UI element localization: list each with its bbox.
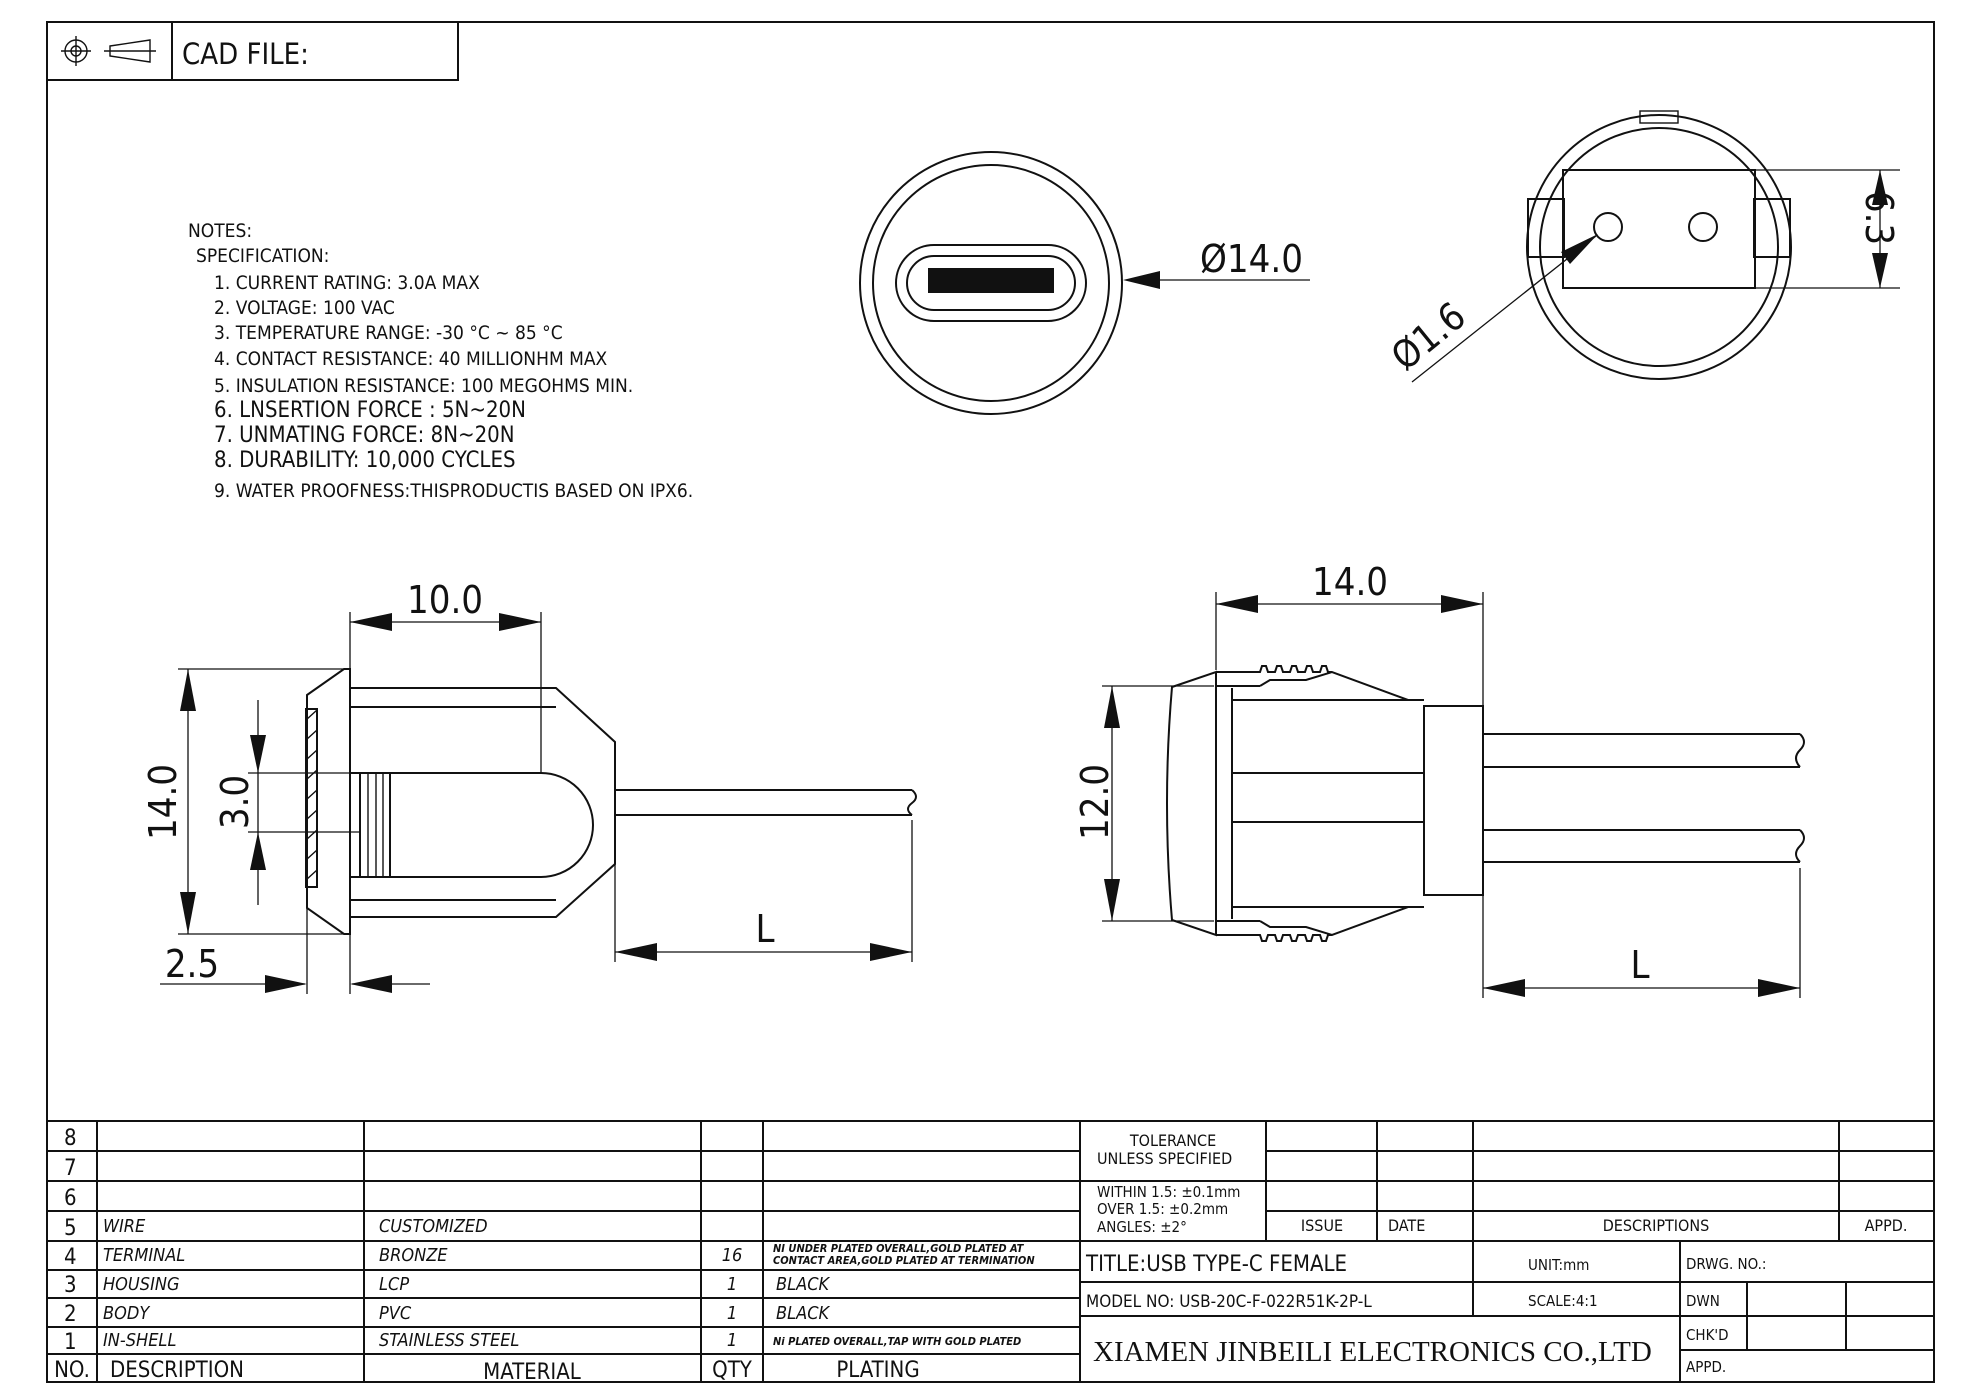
top-wire-dimension: L xyxy=(1630,943,1649,987)
row-qty: 1 xyxy=(727,1303,737,1324)
note-item: 6. LNSERTION FORCE : 5N~20N xyxy=(214,398,526,423)
header-box: CAD FILE: xyxy=(47,22,459,81)
row-number: 7 xyxy=(64,1156,77,1181)
front-view: Ø14.0 xyxy=(859,151,1310,415)
tolerance-within: WITHIN 1.5: ±0.1mm xyxy=(1097,1183,1240,1201)
drawing-number-label: DRWG. NO.: xyxy=(1686,1255,1766,1273)
rear-height-dimension: 6.3 xyxy=(1857,191,1901,245)
side-length-dimension: 10.0 xyxy=(407,578,483,622)
row-qty: 1 xyxy=(727,1274,737,1295)
header-description: DESCRIPTION xyxy=(110,1358,244,1383)
front-diameter-dimension: Ø14.0 xyxy=(1200,237,1303,281)
row-number: 4 xyxy=(64,1245,77,1270)
row-description: BODY xyxy=(103,1303,150,1324)
row-number: 8 xyxy=(64,1126,77,1151)
note-item: 5. INSULATION RESISTANCE: 100 MEGOHMS MI… xyxy=(214,375,633,397)
note-item: 9. WATER PROOFNESS:THISPRODUCTIS BASED O… xyxy=(214,480,693,502)
row-plating: BLACK xyxy=(776,1274,831,1295)
row-plating: CONTACT AREA,GOLD PLATED AT TERMINATION xyxy=(773,1254,1035,1267)
row-qty: 1 xyxy=(727,1330,737,1351)
drawing-title: TITLE:USB TYPE-C FEMALE xyxy=(1085,1252,1347,1277)
row-description: TERMINAL xyxy=(103,1245,185,1266)
top-width-dimension: 14.0 xyxy=(1312,560,1388,604)
row-plating: NI UNDER PLATED OVERALL,GOLD PLATED AT xyxy=(773,1242,1025,1255)
note-item: 7. UNMATING FORCE: 8N~20N xyxy=(214,423,515,448)
row-number: 6 xyxy=(64,1186,77,1211)
row-number: 1 xyxy=(64,1330,77,1355)
row-plating: Ni PLATED OVERALL,TAP WITH GOLD PLATED xyxy=(773,1335,1021,1348)
side-view: 10.0 14.0 3.0 2.5 L xyxy=(141,578,917,994)
company-name: XIAMEN JINBEILI ELECTRONICS CO.,LTD xyxy=(1093,1336,1652,1368)
descriptions-label: DESCRIPTIONS xyxy=(1603,1216,1710,1235)
cad-file-label: CAD FILE: xyxy=(182,37,309,71)
title-block: TOLERANCE UNLESS SPECIFIED WITHIN 1.5: ±… xyxy=(1080,1121,1934,1382)
top-view: 14.0 12.0 L xyxy=(1073,560,1805,998)
unit-label: UNIT:mm xyxy=(1528,1256,1589,1274)
date-label: DATE xyxy=(1388,1216,1425,1235)
row-description: HOUSING xyxy=(103,1274,180,1295)
row-qty: 16 xyxy=(722,1245,743,1266)
note-item: 4. CONTACT RESISTANCE: 40 MILLIONHM MAX xyxy=(214,348,608,370)
header-material: MATERIAL xyxy=(483,1360,581,1385)
side-port-dimension: 3.0 xyxy=(213,775,257,829)
note-item: 3. TEMPERATURE RANGE: -30 °C ~ 85 °C xyxy=(214,322,563,344)
issue-label: ISSUE xyxy=(1301,1216,1343,1235)
appd-signoff-label: APPD. xyxy=(1686,1358,1726,1376)
note-item: 1. CURRENT RATING: 3.0A MAX xyxy=(214,272,480,294)
chkd-label: CHK'D xyxy=(1686,1326,1729,1344)
tolerance-over: OVER 1.5: ±0.2mm xyxy=(1097,1200,1228,1218)
pin-hole xyxy=(1593,212,1623,242)
row-material: LCP xyxy=(379,1274,409,1295)
side-wire-dimension: L xyxy=(755,907,774,951)
header-qty: QTY xyxy=(712,1358,753,1383)
pin-hole xyxy=(1688,212,1718,242)
model-number: MODEL NO: USB-20C-F-022R51K-2P-L xyxy=(1086,1292,1372,1312)
bill-of-materials: 8 7 6 5 WIRE CUSTOMIZED 4 TERMINAL BRONZ… xyxy=(47,1120,1934,1385)
tolerance-label: UNLESS SPECIFIED xyxy=(1097,1149,1232,1168)
row-plating: BLACK xyxy=(776,1303,831,1324)
side-height-dimension: 14.0 xyxy=(141,764,185,840)
third-angle-projection-icon xyxy=(61,36,156,66)
row-material: STAINLESS STEEL xyxy=(379,1330,519,1351)
scale-label: SCALE:4:1 xyxy=(1528,1292,1598,1310)
rear-view: 6.3 Ø1.6 xyxy=(1383,110,1901,383)
notes-title: NOTES: xyxy=(188,220,252,242)
row-material: CUSTOMIZED xyxy=(379,1216,488,1237)
rear-hole-dimension: Ø1.6 xyxy=(1383,294,1474,379)
row-description: WIRE xyxy=(103,1216,146,1237)
tolerance-label: TOLERANCE xyxy=(1129,1131,1216,1150)
row-material: PVC xyxy=(379,1303,412,1324)
row-material: BRONZE xyxy=(379,1245,448,1266)
row-number: 3 xyxy=(64,1273,77,1298)
note-item: 2. VOLTAGE: 100 VAC xyxy=(214,297,395,319)
appd-label: APPD. xyxy=(1865,1216,1908,1235)
note-item: 8. DURABILITY: 10,000 CYCLES xyxy=(214,448,516,473)
header-no: NO. xyxy=(54,1358,90,1383)
tolerance-angles: ANGLES: ±2° xyxy=(1097,1218,1187,1236)
notes-subtitle: SPECIFICATION: xyxy=(196,245,329,267)
header-plating: PLATING xyxy=(836,1358,919,1383)
row-number: 2 xyxy=(64,1302,77,1327)
side-flange-dimension: 2.5 xyxy=(165,942,219,986)
row-number: 5 xyxy=(64,1216,77,1241)
sheet-border xyxy=(46,21,1935,1383)
usb-c-port xyxy=(928,268,1054,293)
row-description: IN-SHELL xyxy=(103,1330,176,1351)
dwn-label: DWN xyxy=(1686,1292,1720,1310)
top-height-dimension: 12.0 xyxy=(1073,764,1117,840)
spec-notes: NOTES: SPECIFICATION: 1. CURRENT RATING:… xyxy=(188,220,693,502)
